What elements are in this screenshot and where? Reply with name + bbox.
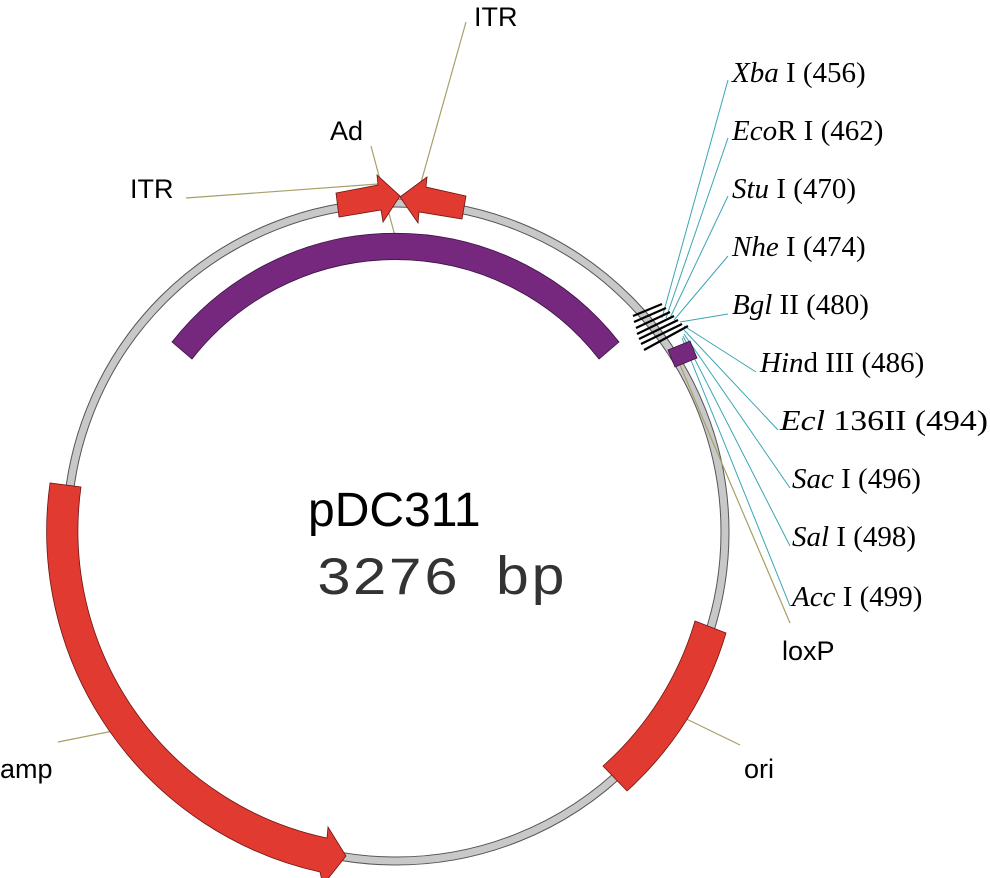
leader-amp [57,729,119,743]
site-acci: Acc I (499) [790,581,922,613]
loxp-block [667,340,698,368]
itr-right-arrow [399,176,467,225]
leader-saci [683,333,791,489]
amp-arrow [46,482,347,878]
leader-acci [681,337,791,607]
site-ecl136ii: Ecl 136II (494) [779,405,988,437]
site-sali: Sal I (498) [792,521,916,553]
label-loxp: loxP [782,636,835,666]
ad-region-arc [171,232,620,360]
label-ori: ori [744,754,774,784]
leader-xbai [661,79,729,319]
label-itr-top: ITR [474,2,518,32]
label-ad: Ad [330,116,363,146]
leader-bglii [679,313,729,323]
site-saci: Sac I (496) [792,463,921,495]
restriction-site-ticks [632,302,689,351]
site-bglii: Bgl II (480) [732,289,869,321]
leader-stui [669,195,729,319]
label-itr-left: ITR [130,174,174,204]
leader-itr-left [185,183,379,199]
leader-itr-top [419,21,467,187]
leader-ecl136ii [683,329,779,431]
site-xbai: Xba I (456) [731,57,866,89]
leader-sali [682,335,791,547]
site-ecori: EcoR I (462) [731,115,883,147]
site-hindiii: Hind III (486) [759,347,924,379]
itr-left-arrow [335,174,401,224]
label-amp: amp [0,754,53,784]
leader-nhei [673,255,729,321]
plasmid-name: pDC311 [308,484,481,537]
leader-loxp [679,364,791,624]
leader-ecori [665,137,729,319]
site-nhei: Nhe I (474) [731,231,866,263]
site-stui: Stu I (470) [732,173,856,205]
plasmid-size: 3276 bp [316,550,566,611]
ori-block [602,620,727,792]
leader-hindiii [683,325,757,373]
